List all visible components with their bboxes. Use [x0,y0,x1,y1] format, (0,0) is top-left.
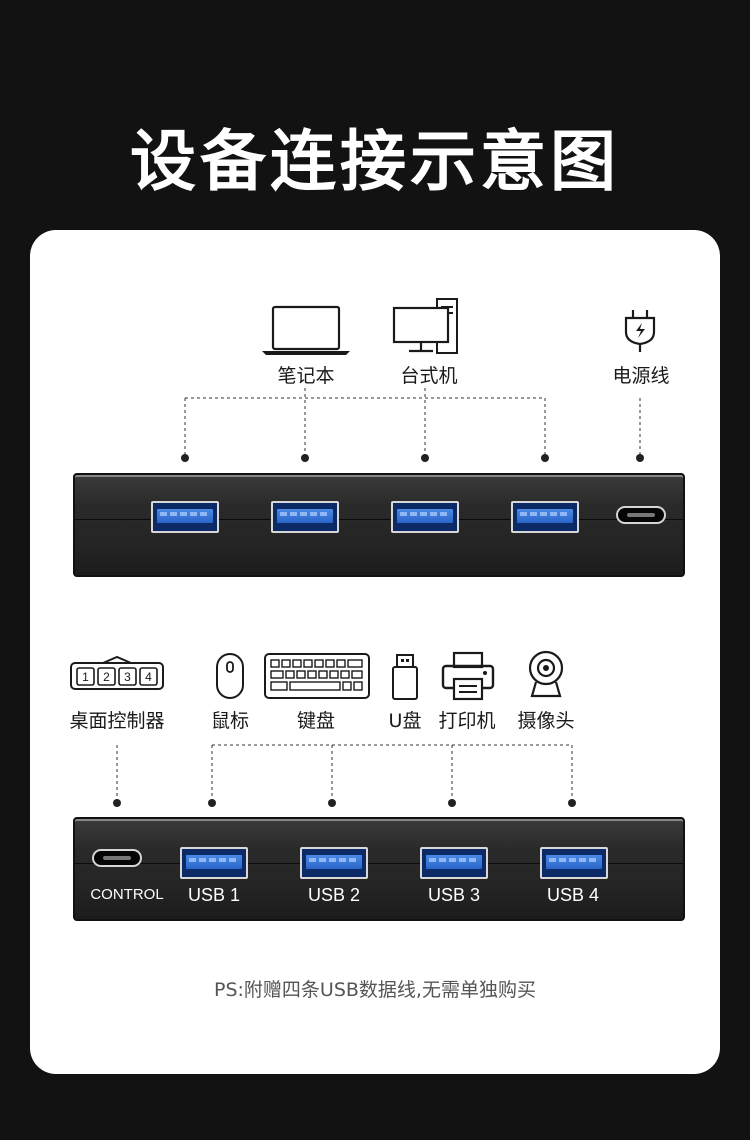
page-title: 设备连接示意图 [130,123,620,200]
controller-key: 3 [124,670,131,684]
footnote: PS:附赠四条USB数据线,无需单独购买 [214,979,536,1001]
device-label-mouse: 鼠标 [210,710,250,732]
usb-a-port-1 [180,847,248,879]
device-label-printer: 打印机 [438,710,496,732]
controller-key: 4 [145,670,152,684]
power-plug-icon [624,310,656,352]
usb-a-port [511,501,579,533]
usb-a-port-2 [300,847,368,879]
connector-dot [421,454,429,462]
controller-key: 1 [82,670,89,684]
usb-a-port [391,501,459,533]
port-label-usb4: USB 4 [546,885,600,905]
desktop-controller-icon: 1 2 3 4 [70,655,164,690]
device-label-desktop: 台式机 [400,365,458,387]
laptop-icon [262,305,350,355]
connector-dot [181,454,189,462]
usb-c-control-port [92,849,142,867]
connector-dot [636,454,644,462]
connector-dot [568,799,576,807]
connector-dot [448,799,456,807]
usb-a-port-3 [420,847,488,879]
controller-key: 2 [103,670,110,684]
printer-icon [441,651,495,701]
connector-dot [541,454,549,462]
port-label-usb3: USB 3 [427,885,481,905]
port-label-usb2: USB 2 [307,885,361,905]
port-label-control: CONTROL [90,886,164,903]
connector-dot [208,799,216,807]
connector-dot [328,799,336,807]
usb-a-port [151,501,219,533]
usb-c-port [616,506,666,524]
mouse-icon [216,653,244,699]
connector-dot [113,799,121,807]
port-label-usb1: USB 1 [187,885,241,905]
webcam-icon [528,650,564,698]
device-label-webcam: 摄像头 [517,710,575,732]
device-label-controller: 桌面控制器 [69,710,165,732]
device-label-usb-drive: U盘 [388,710,422,732]
device-label-laptop: 笔记本 [277,365,335,387]
device-label-keyboard: 键盘 [296,710,336,732]
usb-a-port [271,501,339,533]
device-label-power: 电源线 [612,365,670,387]
diagram-card [30,230,720,1074]
usb-a-port-4 [540,847,608,879]
desktop-computer-icon [392,298,458,354]
keyboard-icon [264,653,370,699]
usb-flash-drive-icon [392,654,418,700]
connector-dot [301,454,309,462]
